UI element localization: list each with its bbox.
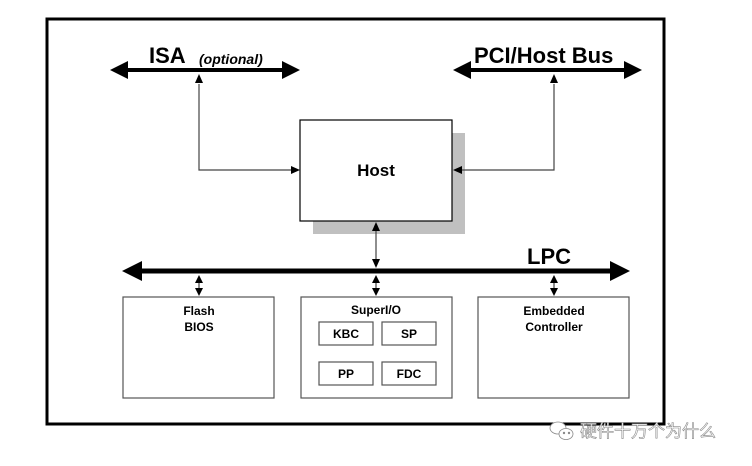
isa-bus-left-arrow-icon [110, 61, 128, 79]
lpc-down-arrow-icon [372, 259, 380, 268]
svg-text:SP: SP [401, 327, 417, 341]
isa-bus: ISA (optional) [110, 43, 300, 79]
superio-fdc: FDC [381, 361, 437, 386]
ec-down-arrow-icon [550, 288, 558, 296]
flash-bios-label-line2: BIOS [184, 320, 213, 334]
host-left-in-arrow-icon [291, 166, 300, 174]
pci-connector-up-arrow-icon [550, 74, 558, 83]
flash-lpc-connector [195, 275, 203, 296]
isa-bus-qualifier: (optional) [199, 51, 263, 67]
pci-host-bus: PCI/Host Bus [453, 43, 642, 79]
svg-text:FDC: FDC [397, 367, 422, 381]
superio-pp: PP [318, 361, 374, 386]
embedded-controller-block [477, 296, 630, 399]
superio-up-arrow-icon [372, 275, 380, 283]
ec-up-arrow-icon [550, 275, 558, 283]
watermark: 硬件十万个为什么 [549, 421, 716, 442]
wechat-icon [549, 421, 574, 440]
pci-bus-right-arrow-icon [624, 61, 642, 79]
flash-bios-label-line1: Flash [183, 304, 214, 318]
superio-lpc-connector [372, 275, 380, 296]
superio-down-arrow-icon [372, 288, 380, 296]
lpc-bus-left-arrow-icon [122, 261, 142, 281]
host-lpc-connector [372, 222, 380, 268]
isa-connector-up-arrow-icon [195, 74, 203, 83]
host-right-in-arrow-icon [453, 166, 462, 174]
pci-host-connector [453, 74, 558, 174]
flash-down-arrow-icon [195, 288, 203, 296]
lpc-bus-label: LPC [527, 244, 571, 269]
isa-bus-label: ISA [149, 43, 186, 68]
host-up-arrow-icon [372, 222, 380, 231]
isa-host-connector [195, 74, 300, 174]
flash-bios-block [122, 296, 275, 399]
watermark-text: 硬件十万个为什么 [580, 422, 716, 442]
host-block [299, 119, 453, 222]
diagram-frame [45, 17, 666, 426]
host-label: Host [357, 161, 395, 180]
pci-bus-label: PCI/Host Bus [474, 43, 613, 68]
superio-sp: SP [381, 321, 437, 346]
ec-label-line1: Embedded [523, 304, 584, 318]
svg-text:KBC: KBC [333, 327, 359, 341]
ec-lpc-connector [550, 275, 558, 296]
superio-kbc: KBC [318, 321, 374, 346]
superio-label: SuperI/O [351, 303, 401, 317]
lpc-bus: LPC [122, 244, 630, 281]
pci-bus-left-arrow-icon [453, 61, 471, 79]
flash-up-arrow-icon [195, 275, 203, 283]
ec-label-line2: Controller [525, 320, 583, 334]
lpc-bus-right-arrow-icon [610, 261, 630, 281]
svg-text:PP: PP [338, 367, 354, 381]
isa-bus-right-arrow-icon [282, 61, 300, 79]
